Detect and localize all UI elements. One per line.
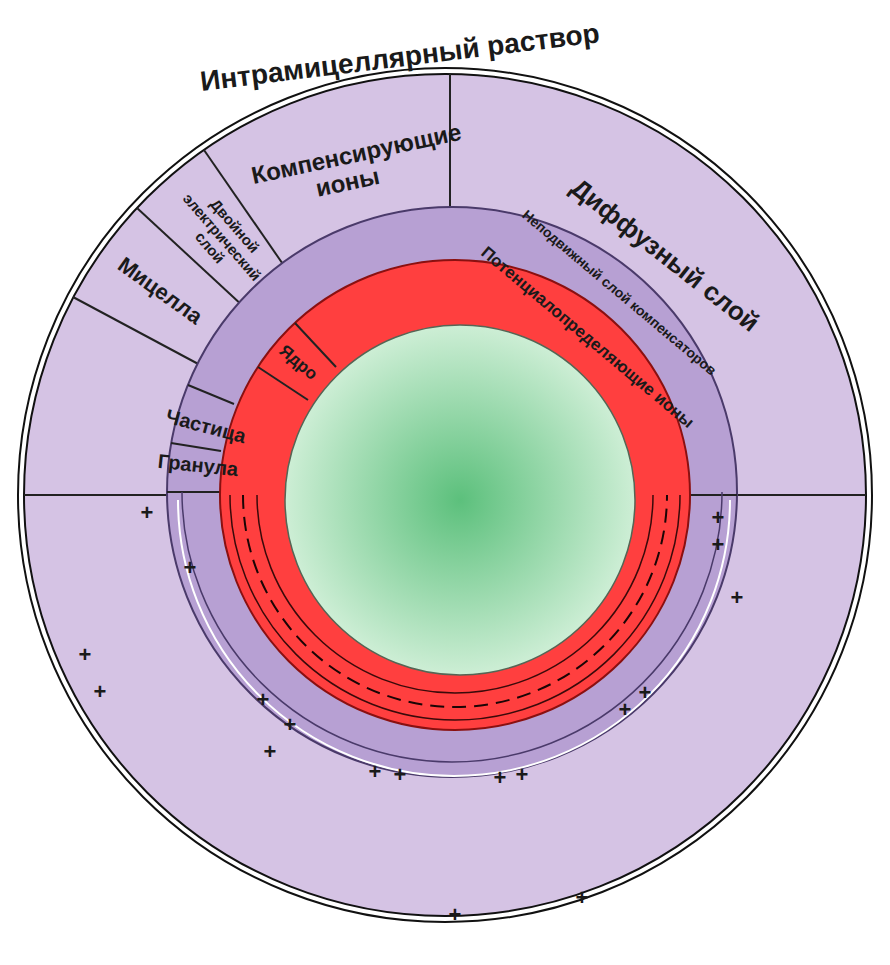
layer-ring: Потенциалопределяющие ионы — [220, 260, 690, 730]
charge-sign: + — [284, 713, 297, 737]
charge-sign: + — [576, 886, 589, 910]
charge-sign: + — [731, 586, 744, 610]
layer-ring: Диффузный слойНеподвижный слой компенсат… — [22, 72, 868, 918]
charge-sign: + — [257, 688, 270, 712]
charge-sign: + — [712, 533, 725, 557]
charge-sign: + — [184, 556, 197, 580]
charge-sign: + — [449, 903, 462, 927]
charge-sign: + — [639, 681, 652, 705]
charge-sign: + — [141, 501, 154, 525]
charge-sign: + — [516, 763, 529, 787]
charge-sign: + — [619, 698, 632, 722]
layer-ring: Неподвижный слой компенсаторовПотенциало… — [167, 207, 737, 777]
charge-sign: + — [494, 766, 507, 790]
charge-sign: + — [79, 643, 92, 667]
charge-sign: + — [394, 763, 407, 787]
charge-sign: + — [369, 760, 382, 784]
charge-sign: + — [94, 680, 107, 704]
layer-label: Диффузный слой — [565, 173, 764, 337]
charge-sign: + — [264, 740, 277, 764]
charge-sign: + — [712, 506, 725, 530]
